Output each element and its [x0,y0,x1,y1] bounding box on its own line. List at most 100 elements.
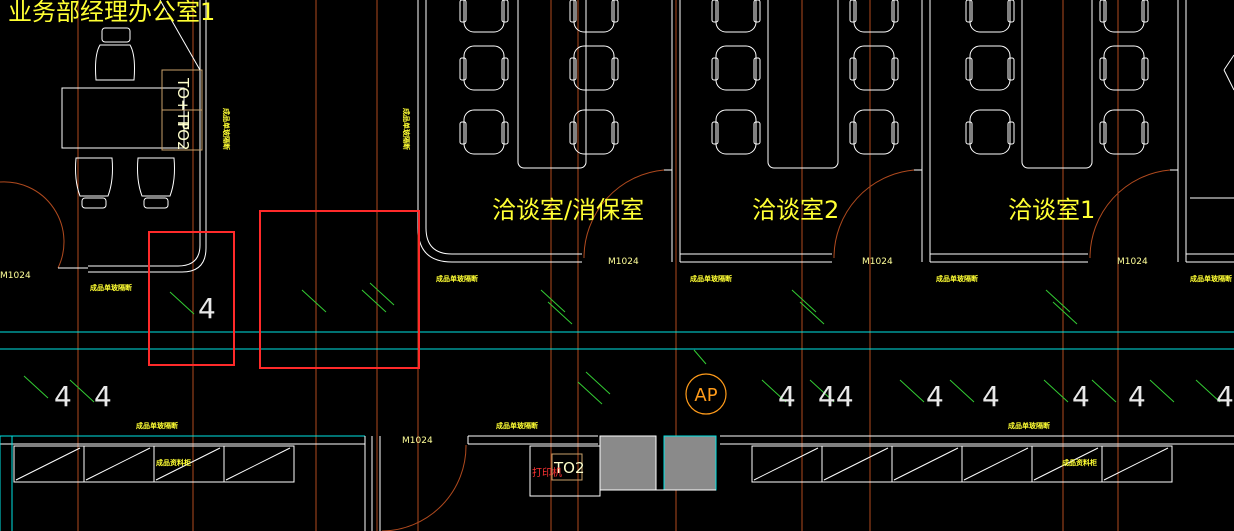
meeting-furniture [459,0,1234,169]
cabinet-door-line [823,447,889,481]
socket-tag-to2-printer: TO2 [553,459,585,477]
cabinet-door-line [893,447,959,481]
corridor-glass-lines [0,331,1234,350]
cabinet-door-line [155,447,221,481]
desk [61,87,185,149]
column-a [599,435,657,491]
chair [1099,109,1149,155]
partition-label: 成品单玻隔断 [90,283,132,292]
door-label: M1024 [862,257,893,267]
cabinet-door-line [963,447,1029,481]
chair [459,45,509,91]
meeting-doors [583,169,1178,259]
hatch-mark [1149,379,1175,403]
chair [965,45,1015,91]
room-label-meeting-consult: 洽谈室/消保室 [492,196,644,224]
door-label: M1024 [608,257,639,267]
hatch-mark [1043,379,1069,403]
hatch-mark [791,289,817,313]
cabinet-door-line [1033,447,1099,481]
cabinet-cell [223,445,295,483]
meeting-table [767,0,839,169]
partition-label: 成品单玻隔断 [436,274,478,283]
hatch-mark [1091,379,1117,403]
hatch-mark [69,379,95,403]
cable-count: 4 [926,380,944,413]
socket-tag-to2: TO2 [174,119,192,151]
partition-label: 成品单玻隔断 [496,421,538,430]
office-chairs [75,27,175,209]
partition-label-vertical: 成品单玻隔断 [402,108,411,150]
chair [1099,45,1149,91]
hatch-mark [949,379,975,403]
highlight-box-right [259,210,420,369]
hatch-mark [799,301,825,325]
chair [459,109,509,155]
hatch-mark [547,301,573,325]
chair [711,45,761,91]
chair [459,0,509,33]
printer-label: 打印机 [532,466,562,479]
chair [849,45,899,91]
ap-marker: AP [685,349,727,415]
cabinet-label: 成品资料柜 [156,458,191,467]
door-swing-manager [0,181,65,269]
chair [137,157,175,209]
chair [1099,0,1149,33]
cabinet-door-line [85,447,151,481]
chair [75,157,113,209]
hatch-mark [585,371,611,395]
meeting-table [517,0,587,169]
hatch-mark [899,379,925,403]
review-highlights [148,210,420,369]
hatch-mark [1052,301,1078,325]
hatch-mark [361,289,387,313]
chair [569,45,619,91]
hatch-mark [577,381,603,405]
chair [849,109,899,155]
partition-label: 成品单玻隔断 [1190,274,1232,283]
printer-box [529,445,601,497]
hatch-mark [369,282,395,306]
hatch-mark [23,375,49,399]
cable-count: 4 [982,380,1000,413]
partition-label: 成品单玻隔断 [936,274,978,283]
partition-label: 成品单玻隔断 [690,274,732,283]
cable-count: 4 [1216,380,1234,413]
ap-label: AP [694,385,717,406]
cable-count: 4 [198,292,216,325]
cable-count: 4 [778,380,796,413]
hatch-mark [301,289,327,313]
hatch-mark [1195,379,1221,403]
door-label: M1024 [402,436,433,446]
chair-partial [1223,54,1234,91]
column-b [663,435,717,491]
cabinet-cell [1101,445,1173,483]
hatch-mark [809,379,835,403]
cable-count: 4 [94,380,112,413]
partition-label: 成品单玻隔断 [136,421,178,430]
cabinet-door-line [15,447,81,481]
cabinet-label: 成品资料柜 [1062,458,1097,467]
door-label: M1024 [0,271,31,281]
highlight-box-left [148,231,235,366]
door-swing-bottom [381,444,467,531]
chair [711,0,761,33]
cabinet-door-line [753,447,819,481]
chair [711,109,761,155]
chair [965,109,1015,155]
cable-count: 4 [1128,380,1146,413]
chair [95,27,135,81]
chair [569,0,619,33]
socket-tag-to-tp: TO+TP [174,77,192,130]
hatch-mark [1045,289,1071,313]
meeting-table [1021,0,1093,169]
room-label-meeting-1: 洽谈室1 [1008,196,1095,224]
hatch-mark [540,289,566,313]
cable-count: 44 [818,380,854,413]
chair [849,0,899,33]
chair [569,109,619,155]
cabinet-door-line [225,447,291,481]
cabinet-door-line [1103,447,1169,481]
